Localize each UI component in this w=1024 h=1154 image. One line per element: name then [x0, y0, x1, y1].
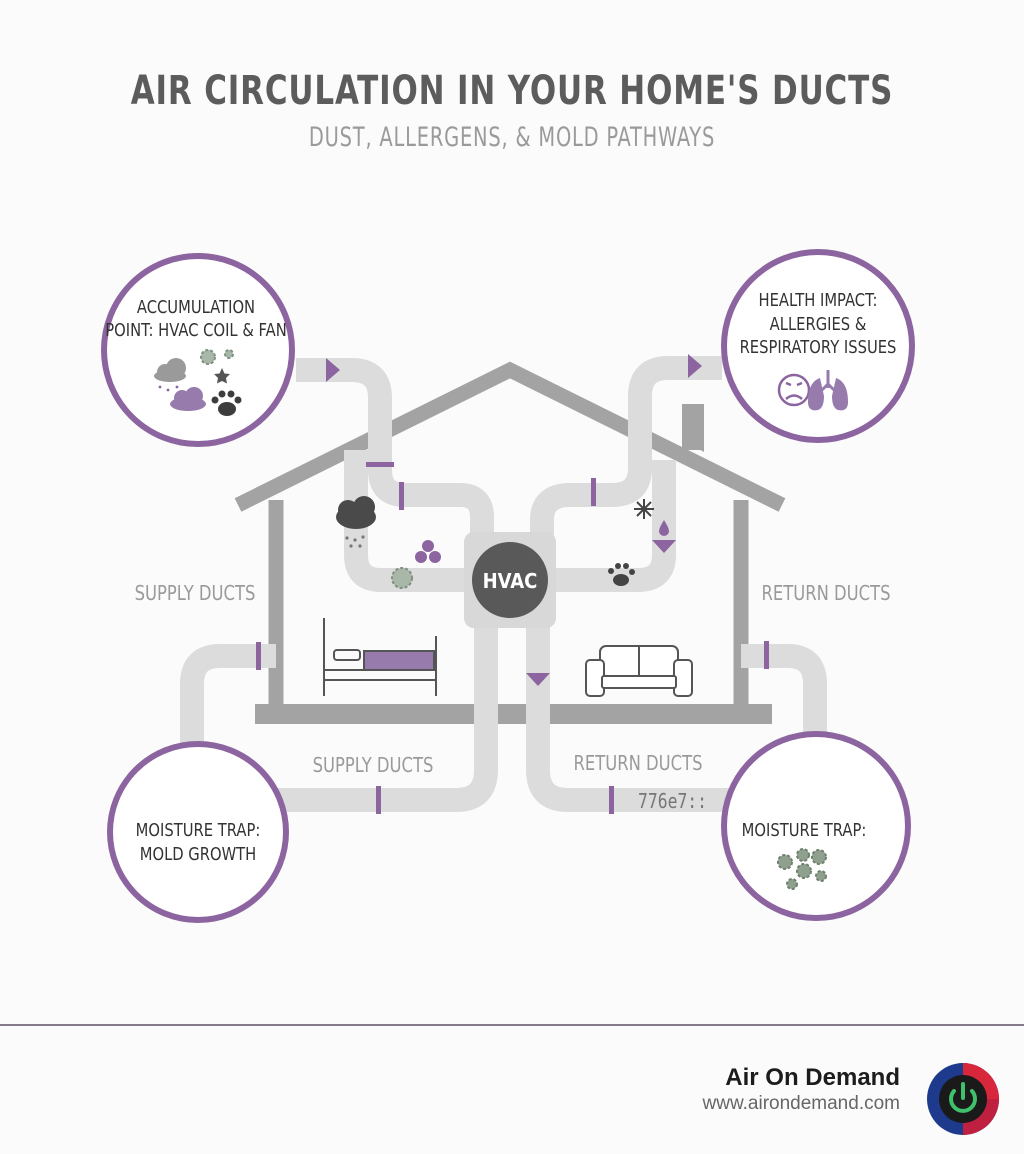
- bed-icon: [323, 618, 437, 696]
- mold-spore-icon: [391, 567, 413, 589]
- page-title: AIR CIRCULATION IN YOUR HOME'S DUCTS: [130, 68, 894, 114]
- brand-name: Air On Demand: [725, 1064, 900, 1091]
- sad-face-icon: [777, 373, 811, 407]
- callout-health-impact: HEALTH IMPACT: ALLERGIES & RESPIRATORY I…: [721, 249, 915, 443]
- page-subtitle: DUST, ALLERGENS, & MOLD PATHWAYS: [308, 122, 716, 153]
- sofa-icon: [585, 645, 693, 697]
- callout-moisture-trap: MOISTURE TRAP:: [721, 731, 911, 921]
- mold-spore-icon: [777, 848, 827, 890]
- supply-ducts-label-bottom: SUPPLY DUCTS: [313, 755, 434, 778]
- chimney: [682, 404, 704, 450]
- supply-ducts-label-left: SUPPLY DUCTS: [135, 583, 256, 606]
- footer-divider: [0, 1024, 1024, 1026]
- dust-cloud-icon: [154, 358, 186, 392]
- callout-mold-line2: MOLD GROWTH: [140, 844, 257, 865]
- duct-supply-top: [296, 358, 494, 535]
- duct-return-top: [530, 356, 722, 540]
- water-drop-icon: [659, 520, 669, 536]
- callout-accumulation: ACCUMULATION POINT: HVAC COIL & FAN: [101, 253, 295, 447]
- callout-accumulation-line2: POINT: HVAC COIL & FAN: [105, 320, 286, 341]
- callout-moisture-line1: MOISTURE TRAP:: [742, 820, 867, 841]
- dust-cloud-icon: [336, 496, 376, 548]
- return-ducts-label-bottom: RETURN DUCTS: [573, 753, 702, 776]
- lungs-icon: [808, 370, 848, 411]
- sun-spore-icon: [634, 499, 654, 519]
- callout-health-line2: ALLERGIES &: [770, 314, 867, 335]
- star-icon: [214, 368, 230, 384]
- purple-cloud-icon: [170, 387, 206, 411]
- duct-return-bottom: [526, 625, 745, 812]
- duct-return-right: [741, 644, 827, 760]
- brand-url: www.airondemand.com: [702, 1093, 900, 1114]
- mold-spore-icon: [200, 349, 234, 365]
- duct-diagram: HVAC SUPPLY: [101, 249, 915, 923]
- pollen-icon: [415, 540, 441, 563]
- callout-accumulation-line1: ACCUMULATION: [137, 297, 255, 318]
- callout-health-line3: RESPIRATORY ISSUES: [740, 337, 897, 358]
- stray-text: 776e7::: [638, 791, 707, 814]
- brand-block: Air On Demand www.airondemand.com: [703, 1064, 900, 1116]
- return-ducts-label-right: RETURN DUCTS: [761, 583, 890, 606]
- hvac-hub: HVAC: [464, 532, 556, 628]
- paw-icon: [608, 563, 635, 586]
- power-logo-icon: [927, 1063, 999, 1135]
- callout-mold-line1: MOISTURE TRAP:: [136, 820, 261, 841]
- hvac-label: HVAC: [483, 569, 538, 593]
- paw-icon: [211, 390, 242, 416]
- duct-supply-inner: [344, 450, 468, 592]
- callout-mold-growth: MOISTURE TRAP: MOLD GROWTH: [107, 741, 289, 923]
- duct-return-inner: [548, 460, 676, 592]
- callout-health-line1: HEALTH IMPACT:: [759, 290, 878, 311]
